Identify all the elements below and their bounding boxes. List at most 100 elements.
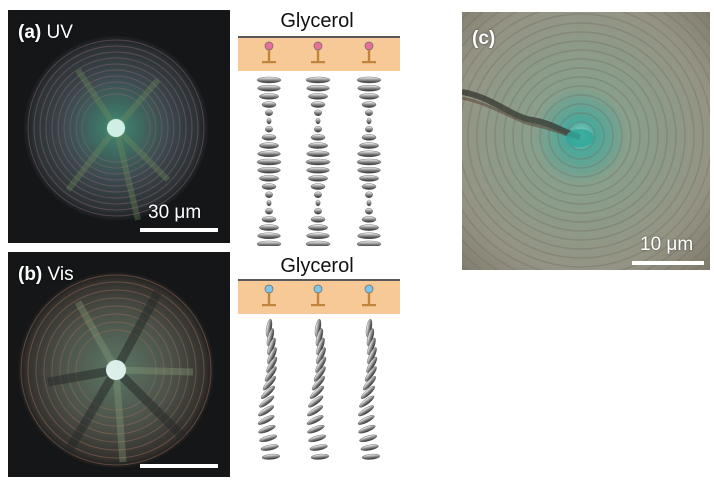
lc-molecule [358,424,376,434]
lc-molecule [367,347,377,364]
lc-molecule [261,216,277,223]
lc-molecule [266,199,272,207]
panel-a-label: UV [46,22,73,43]
lc-molecule [306,232,330,240]
panel-b-letter: (b) [18,264,43,285]
lc-molecule [366,356,378,373]
lc-molecule [357,415,375,425]
lc-molecule [308,395,324,408]
lc-molecule [316,337,325,356]
lc-molecule [261,183,277,190]
panel-a-letter: (a) [18,22,42,43]
lc-molecule [265,109,273,117]
lc-molecule [264,366,277,382]
lc-molecule [309,444,328,451]
lc-molecule [267,347,277,364]
lc-molecule [359,142,379,149]
lc-molecule [260,385,276,399]
lc-molecule [308,224,328,231]
lc-molecule [266,356,278,373]
lc-molecule [259,175,279,182]
lc-molecule [306,166,330,174]
lc-molecule [308,175,328,182]
molecule-stem [267,50,271,62]
lc-helical-columns [256,76,382,246]
molecule-stem [367,50,371,62]
lc-molecule [313,366,326,382]
lc-molecule [258,424,276,434]
lc-molecule [308,434,327,443]
lc-molecule [310,134,326,141]
lc-molecule [365,125,373,133]
lc-molecule [316,347,326,364]
lc-molecule [259,224,279,231]
lc-molecule [315,199,321,207]
lc-molecule [307,424,325,434]
lc-molecule [356,240,382,246]
lc-molecule [306,150,330,158]
lc-molecule [315,328,324,347]
schematic-cis-orientation: Glycerol [232,252,406,477]
molecule-stem [316,293,320,305]
molecule-base [311,61,325,64]
schematic-bottom-title: Glycerol [280,255,354,277]
lc-tilted-columns [257,318,381,460]
lc-molecule [256,76,282,84]
lc-molecule [359,93,379,100]
molecule-head [364,41,374,51]
lc-molecule [314,125,322,133]
surface-molecules [262,41,376,64]
lc-molecule [261,101,277,108]
lc-molecule [361,453,381,460]
molecule-base [362,304,376,307]
panel-a-scalebar [140,228,218,232]
lc-molecule [357,166,381,174]
panel-c-scalebar-label: 10 μm [640,234,694,255]
lc-molecule [310,101,326,108]
lc-molecule [266,117,272,125]
lc-molecule [366,328,375,347]
lc-molecule [359,224,379,231]
panel-a-micrograph: (a) UV 30 μm [8,10,230,243]
lc-molecule [305,240,331,246]
lc-molecule [265,191,273,199]
lc-molecule [366,117,372,125]
lc-molecule [261,453,281,460]
lc-molecule [306,415,324,425]
lc-molecule [361,183,377,190]
panel-a-scalebar-label: 30 μm [148,202,202,223]
lc-molecule [358,405,375,417]
panel-c-micrograph: 10 μm (c) [462,12,710,270]
lc-molecule [259,395,275,408]
lc-molecule [361,216,377,223]
molecule-base [311,304,325,307]
lc-molecule [256,158,282,166]
lc-molecule [364,366,377,382]
lc-molecule [365,207,373,215]
lc-molecule [265,125,273,133]
lc-molecule [305,158,331,166]
lc-molecule [257,166,281,174]
lc-molecule [361,101,377,108]
lc-molecule [315,356,327,373]
lc-molecule [309,385,325,399]
molecule-base [362,61,376,64]
lc-molecule [356,158,382,166]
lc-molecule [310,216,326,223]
schematic-top-title: Glycerol [280,10,354,32]
lc-molecule [308,93,328,100]
lc-molecule [257,232,281,240]
panel-b-image [8,252,230,477]
lc-molecule [258,405,275,417]
lc-molecule [314,191,322,199]
lc-molecule [362,376,376,391]
molecule-stem [267,293,271,305]
lc-molecule [257,415,275,425]
molecule-head [264,284,274,294]
lc-molecule [310,453,330,460]
lc-molecule [359,434,378,443]
surface-molecules [262,284,376,307]
lc-molecule [262,376,276,391]
lc-molecule [315,117,321,125]
lc-molecule [311,376,325,391]
